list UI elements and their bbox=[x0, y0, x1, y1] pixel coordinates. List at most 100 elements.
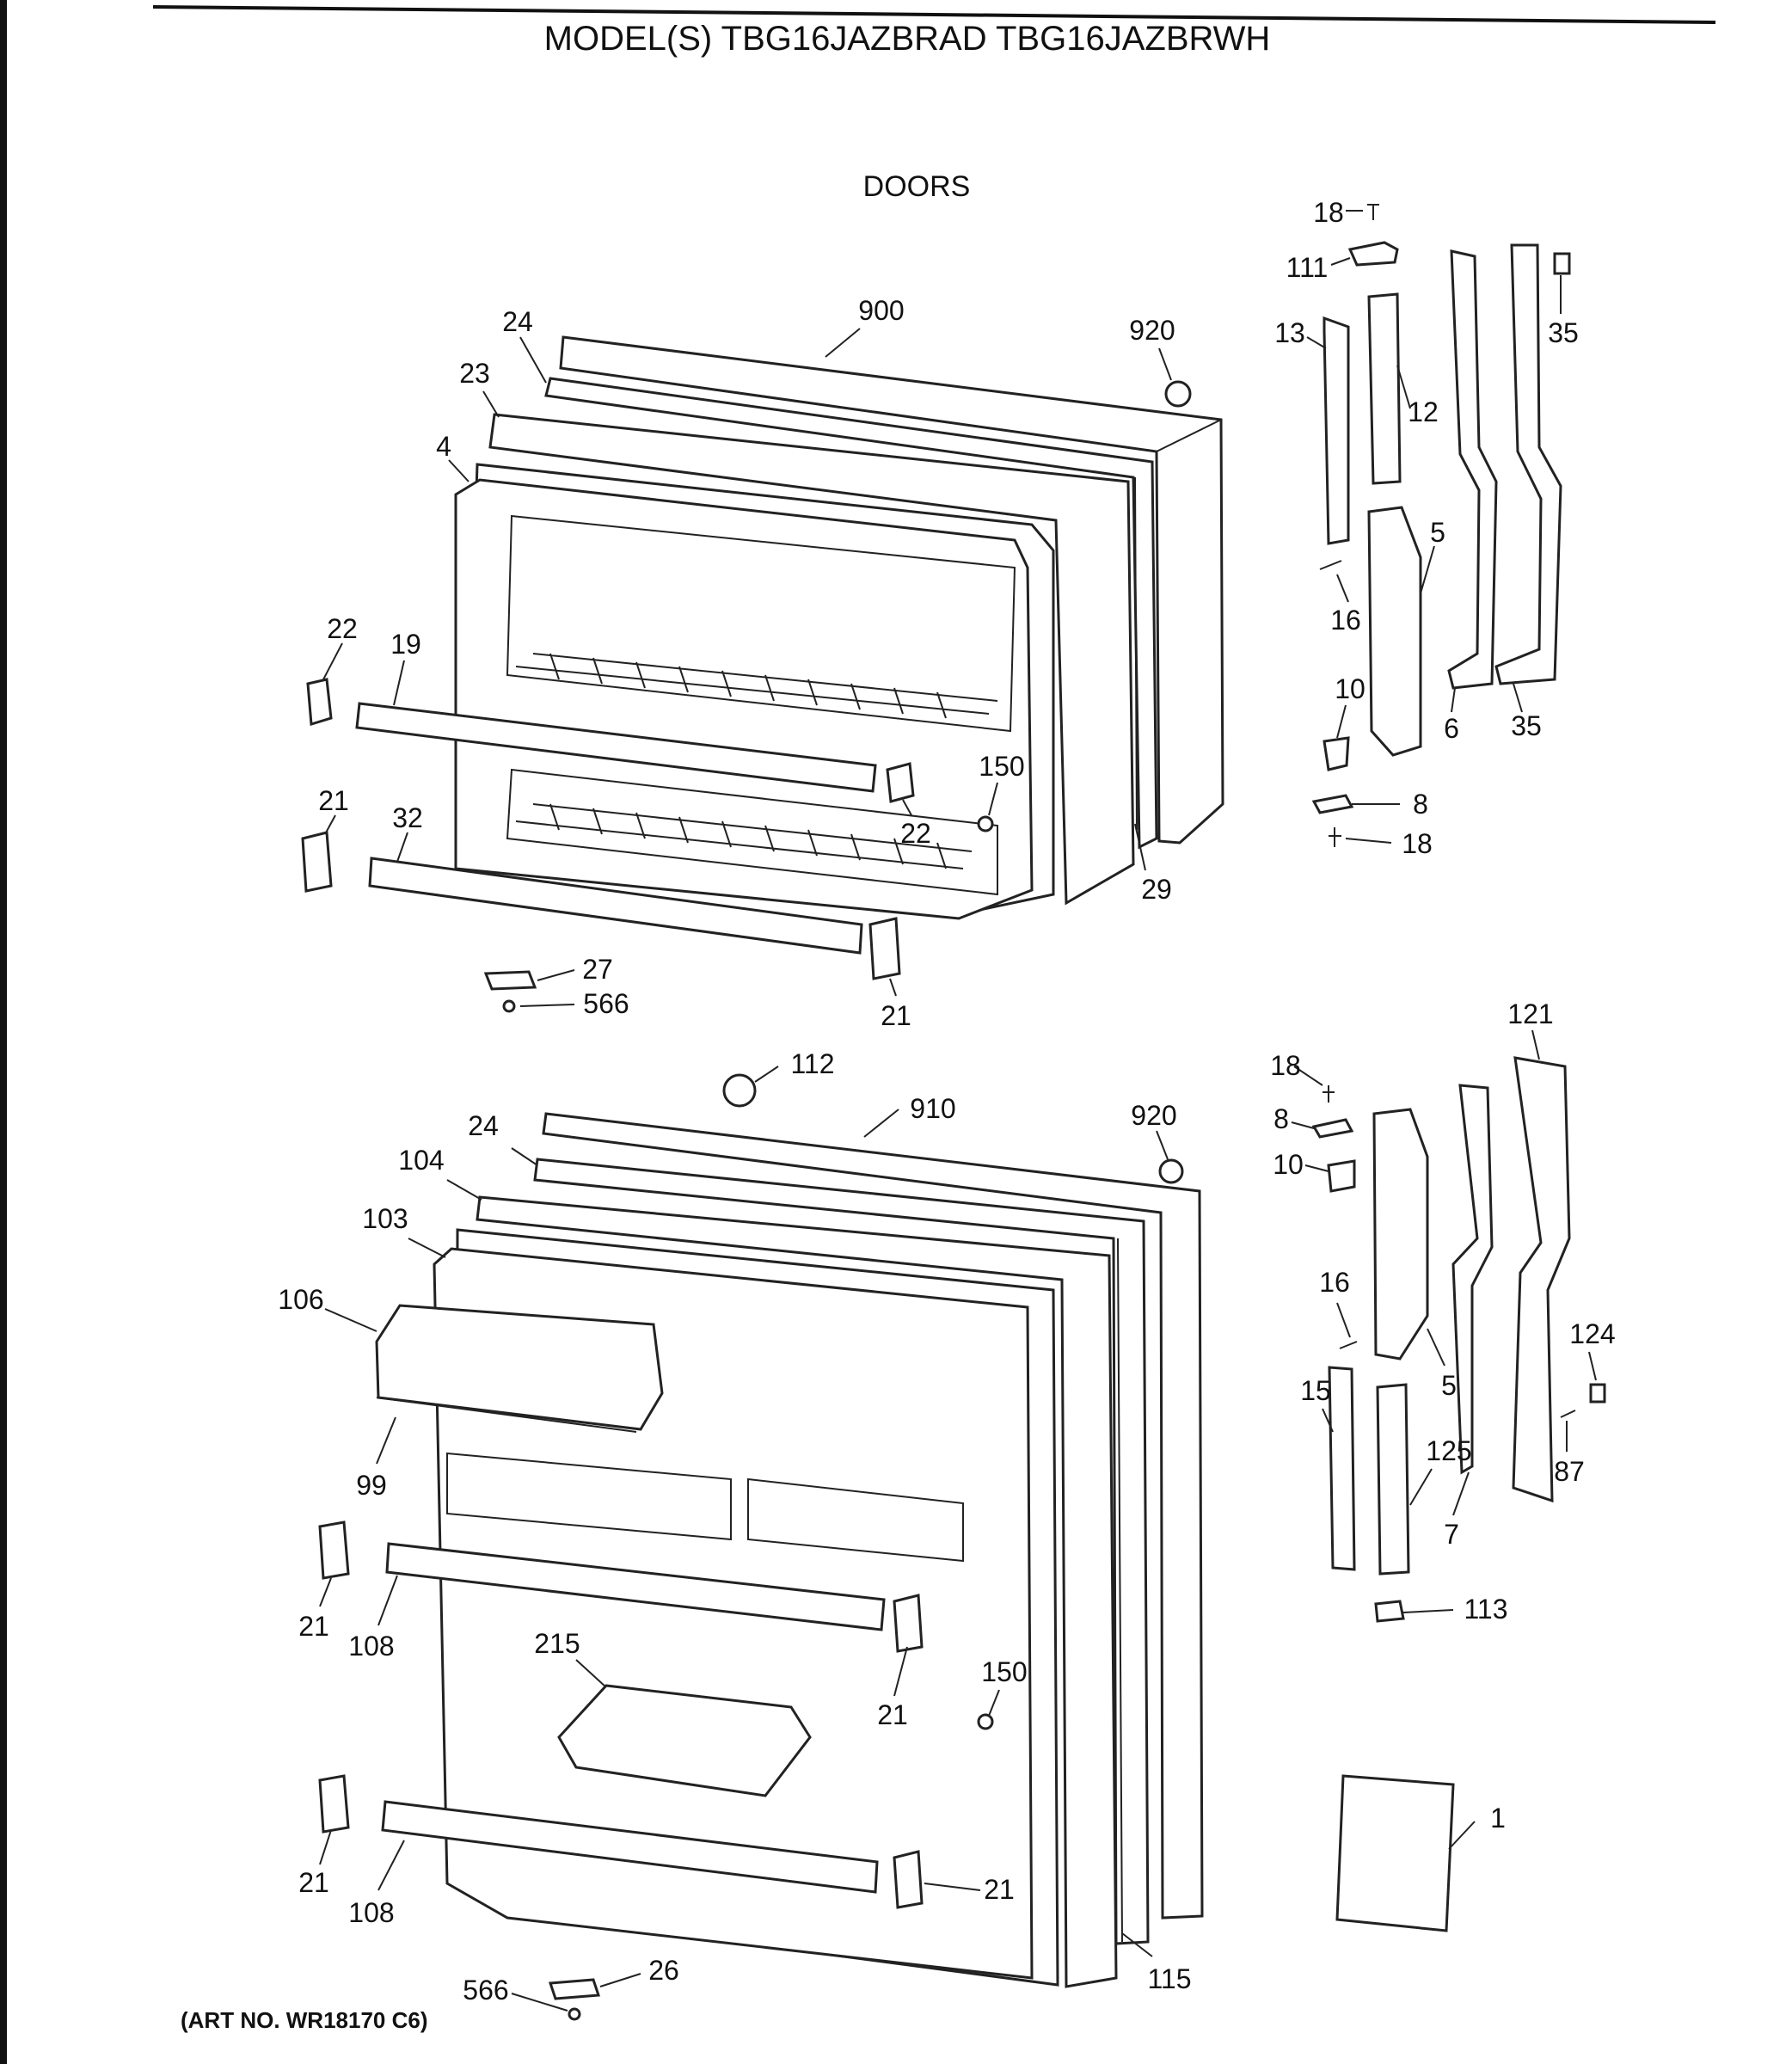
freezer-upper-rack bbox=[515, 653, 998, 719]
lead-112 bbox=[754, 1066, 779, 1083]
callout-29: 29 bbox=[1141, 874, 1172, 905]
fresh-food-upper-shelf bbox=[446, 1452, 964, 1563]
fresh-food-handle-hardware bbox=[1311, 1056, 1606, 1932]
page-left-edge bbox=[0, 0, 7, 2064]
freezer-shelf-bar-lower bbox=[368, 857, 863, 955]
handle-trim-15 bbox=[1328, 1366, 1356, 1571]
freezer-shelf-bracket-left-upper bbox=[306, 678, 333, 726]
lead-5a bbox=[1420, 545, 1435, 594]
lead-26 bbox=[599, 1973, 641, 1987]
callout-106: 106 bbox=[278, 1284, 323, 1315]
callout-15: 15 bbox=[1300, 1375, 1331, 1406]
lead-21e bbox=[319, 1829, 332, 1865]
fresh-food-bracket-left-upper bbox=[318, 1520, 350, 1580]
callout-5-lower: 5 bbox=[1441, 1370, 1457, 1401]
handle-insert-125 bbox=[1376, 1383, 1410, 1576]
callout-99: 99 bbox=[356, 1470, 387, 1501]
callout-108-lower: 108 bbox=[348, 1897, 394, 1928]
lead-215 bbox=[575, 1659, 607, 1688]
callout-8-lower: 8 bbox=[1273, 1103, 1289, 1134]
callout-23: 23 bbox=[459, 358, 490, 389]
callout-32: 32 bbox=[392, 802, 423, 833]
callout-21-lower-right: 21 bbox=[984, 1874, 1015, 1905]
callout-1: 1 bbox=[1490, 1803, 1506, 1834]
lead-35b bbox=[1513, 683, 1523, 713]
callout-124: 124 bbox=[1569, 1318, 1615, 1349]
freezer-liner-cavity bbox=[506, 514, 1016, 896]
fresh-food-bracket-right-upper bbox=[893, 1594, 924, 1653]
lead-920b bbox=[1156, 1130, 1169, 1160]
fresh-food-door-trim bbox=[1117, 1238, 1123, 1943]
lead-150a bbox=[988, 782, 998, 816]
lead-920a bbox=[1158, 347, 1172, 381]
lead-108b bbox=[377, 1840, 405, 1891]
screw-18-mid bbox=[1323, 1085, 1335, 1103]
lead-21d bbox=[893, 1646, 908, 1697]
callout-215: 215 bbox=[534, 1628, 580, 1659]
lead-10b bbox=[1304, 1164, 1329, 1172]
lead-124 bbox=[1588, 1351, 1597, 1381]
freezer-shelf-bar-upper bbox=[355, 702, 877, 793]
lead-121 bbox=[1531, 1029, 1540, 1060]
lead-4 bbox=[448, 459, 469, 482]
callout-10-upper: 10 bbox=[1335, 673, 1365, 704]
callout-18-lower: 18 bbox=[1270, 1050, 1301, 1081]
freezer-shelf-bracket-left-lower bbox=[301, 831, 333, 893]
callout-566-lower: 566 bbox=[463, 1975, 508, 2006]
lead-566a bbox=[519, 1004, 575, 1007]
lead-29 bbox=[1134, 823, 1146, 871]
callout-21-upper-right: 21 bbox=[881, 1000, 911, 1031]
callout-125: 125 bbox=[1426, 1435, 1471, 1466]
callout-27: 27 bbox=[582, 954, 613, 985]
freezer-plug-920 bbox=[1164, 380, 1192, 408]
lead-111 bbox=[1330, 257, 1351, 266]
lead-23 bbox=[482, 390, 500, 418]
callout-104: 104 bbox=[398, 1145, 444, 1176]
art-number: (ART NO. WR18170 C6) bbox=[181, 2007, 428, 2033]
screw-87 bbox=[1560, 1410, 1576, 1418]
lead-900 bbox=[825, 328, 861, 358]
lead-108a bbox=[377, 1575, 398, 1626]
callout-19: 19 bbox=[390, 629, 421, 660]
freezer-shelf-bracket-right-lower bbox=[868, 917, 901, 980]
bracket-8-lower bbox=[1311, 1118, 1354, 1139]
egg-bin-215 bbox=[557, 1684, 812, 1797]
freezer-outer-door-panel bbox=[559, 335, 1224, 845]
handle-endcap-5-upper bbox=[1367, 506, 1422, 757]
freezer-outer-door-edge bbox=[560, 336, 1222, 842]
callout-108-upper: 108 bbox=[348, 1631, 394, 1662]
handle-cap-35 bbox=[1553, 252, 1571, 275]
clip-10-lower bbox=[1327, 1159, 1356, 1193]
screw-16-upper bbox=[1319, 560, 1342, 570]
callout-150-lower: 150 bbox=[981, 1656, 1027, 1687]
freezer-liner-inner bbox=[454, 478, 1034, 920]
freezer-hinge-pin-plate bbox=[483, 970, 537, 991]
lead-22a bbox=[322, 642, 343, 682]
lead-910 bbox=[863, 1109, 899, 1138]
handle-cap-124 bbox=[1589, 1383, 1606, 1404]
lead-113 bbox=[1402, 1609, 1454, 1613]
lead-8b bbox=[1291, 1121, 1315, 1129]
callout-5-upper: 5 bbox=[1430, 517, 1445, 548]
lead-7 bbox=[1452, 1471, 1470, 1516]
lead-27 bbox=[537, 969, 575, 981]
callout-900: 900 bbox=[858, 295, 904, 326]
lead-21a bbox=[324, 814, 336, 835]
callout-6: 6 bbox=[1444, 713, 1459, 744]
callout-labels: 18 111 13 12 35 900 920 24 23 4 5 16 10 … bbox=[278, 197, 1615, 2006]
fresh-food-screw-566 bbox=[568, 2007, 581, 2021]
callout-920-upper: 920 bbox=[1129, 315, 1175, 346]
lead-150b bbox=[988, 1689, 1000, 1717]
lead-106 bbox=[324, 1308, 377, 1332]
clip-10-upper bbox=[1323, 736, 1350, 771]
callout-16-lower: 16 bbox=[1319, 1267, 1350, 1298]
lead-566b bbox=[511, 1993, 568, 2012]
fresh-food-screw-150 bbox=[977, 1713, 994, 1730]
callout-7: 7 bbox=[1444, 1519, 1459, 1550]
callout-21-mid-left: 21 bbox=[298, 1611, 329, 1642]
callout-8-upper: 8 bbox=[1413, 789, 1428, 820]
callout-24-lower: 24 bbox=[468, 1110, 499, 1141]
callout-22-left: 22 bbox=[327, 613, 358, 644]
fresh-food-hinge-pin-plate bbox=[548, 1978, 601, 2000]
